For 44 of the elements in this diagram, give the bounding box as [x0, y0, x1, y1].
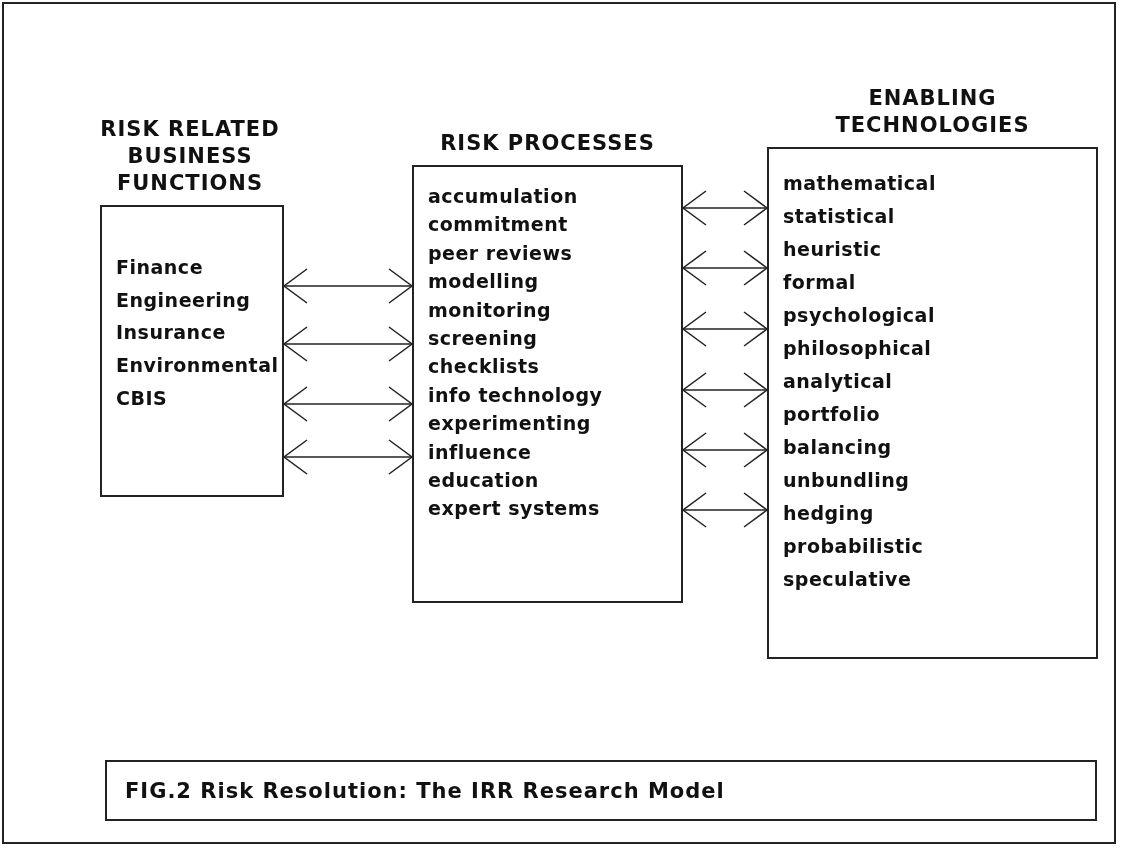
list-item: philosophical	[783, 336, 933, 361]
list-item: unbundling	[783, 468, 911, 493]
double-arrow	[283, 268, 413, 304]
list-item: speculative	[783, 567, 913, 592]
list-item: influence	[428, 439, 533, 465]
list-item: info technology	[428, 382, 604, 408]
column-heading: ENABLING TECHNOLOGIES	[834, 85, 1031, 139]
list-item: commitment	[428, 212, 569, 238]
double-arrow	[682, 190, 768, 226]
list-item: hedging	[783, 501, 875, 526]
list-item: Finance	[116, 255, 204, 280]
list-item: Environmental	[116, 353, 280, 379]
list-item: checklists	[428, 354, 541, 380]
list-item: monitoring	[428, 297, 553, 323]
double-arrow	[682, 311, 768, 347]
double-arrow	[283, 439, 413, 475]
list-item: experimenting	[428, 411, 592, 437]
list-item: probabilistic	[783, 534, 925, 559]
double-arrow	[283, 326, 413, 362]
list-item: heuristic	[783, 237, 883, 262]
double-arrow	[682, 432, 768, 468]
list-item: portfolio	[783, 402, 881, 427]
double-arrow	[283, 386, 413, 422]
list-item: analytical	[783, 369, 894, 394]
figure-caption: FIG.2 Risk Resolution: The IRR Research Model	[105, 760, 1097, 821]
list-item: accumulation	[428, 184, 579, 209]
list-item: psychological	[783, 303, 936, 328]
list-item: peer reviews	[428, 240, 574, 266]
double-arrow	[682, 492, 768, 528]
list-item: Insurance	[116, 320, 227, 346]
list-item: Engineering	[116, 287, 252, 313]
list-item: expert systems	[428, 496, 601, 522]
list-item: education	[428, 468, 540, 494]
list-item: mathematical	[783, 171, 937, 196]
column-heading: RISK RELATED BUSINESS FUNCTIONS	[99, 116, 281, 197]
list-item: balancing	[783, 435, 893, 460]
list-item: screening	[428, 326, 539, 352]
double-arrow	[682, 372, 768, 408]
list-item: CBIS	[116, 385, 169, 411]
column-heading: RISK PROCESSES	[440, 130, 655, 157]
list-item: modelling	[428, 269, 540, 295]
list-item: formal	[783, 270, 857, 295]
double-arrow	[682, 250, 768, 286]
list-item: statistical	[783, 204, 896, 229]
